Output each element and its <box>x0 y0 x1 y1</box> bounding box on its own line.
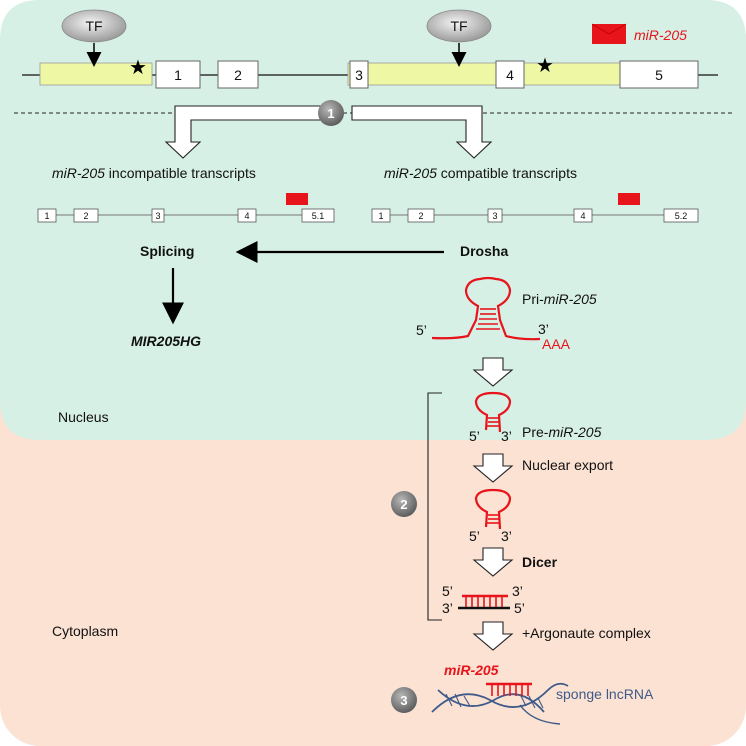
mir-mark-right <box>618 193 640 205</box>
down-arrow-3 <box>472 547 514 577</box>
down-arrow-4 <box>472 621 514 651</box>
star-icon-2: ★ <box>536 55 554 77</box>
svg-text:5: 5 <box>655 67 663 83</box>
step-badge-2: 2 <box>391 491 417 517</box>
pri-three-prime: 3’ <box>538 321 549 337</box>
exported-five-prime: 5’ <box>469 528 480 544</box>
dicer-label: Dicer <box>522 554 558 570</box>
pre-three-prime: 3’ <box>501 428 512 444</box>
svg-text:1: 1 <box>378 211 383 221</box>
mirna-duplex <box>458 594 510 610</box>
svg-text:3: 3 <box>400 693 407 708</box>
mir-legend-label: miR-205 <box>634 27 687 43</box>
exon-top-2: 2 <box>217 60 259 89</box>
svg-text:3: 3 <box>492 211 497 221</box>
upstream-region-2 <box>347 62 499 86</box>
svg-text:5.1: 5.1 <box>312 211 325 221</box>
exon-top-5: 5 <box>619 60 699 89</box>
drosha-label: Drosha <box>460 243 508 259</box>
svg-text:4: 4 <box>244 211 249 221</box>
tf-factor-right: TF <box>426 9 492 67</box>
exported-three-prime: 3’ <box>501 528 512 544</box>
split-arrow-left <box>164 105 331 159</box>
exon-top-3: 3 <box>349 60 369 89</box>
svg-text:TF: TF <box>450 18 467 34</box>
nuclear-export-label: Nuclear export <box>522 457 613 473</box>
step2-bracket <box>427 392 442 621</box>
duplex-bottom-five: 5’ <box>514 600 525 616</box>
sponge-lncrna <box>431 682 569 725</box>
star-icon-1: ★ <box>129 57 147 79</box>
svg-text:4: 4 <box>506 67 514 83</box>
host-gene-label: MIR205HG <box>131 333 201 349</box>
duplex-top-three: 3’ <box>512 583 523 599</box>
mature-mir-strand <box>486 682 532 696</box>
svg-text:1: 1 <box>174 67 182 83</box>
svg-text:1: 1 <box>44 211 49 221</box>
incompatible-title: miR-205 incompatible transcripts <box>52 165 256 181</box>
splicing-label: Splicing <box>140 243 194 259</box>
poly-a-tail: AAA <box>542 336 571 352</box>
cytoplasm-label: Cytoplasm <box>52 623 118 639</box>
split-arrow-right <box>351 105 493 159</box>
svg-text:3: 3 <box>155 211 160 221</box>
pri-five-prime: 5’ <box>416 322 427 338</box>
pre-mir-hairpin <box>474 391 512 433</box>
pre-five-prime: 5’ <box>469 428 480 444</box>
svg-text:1: 1 <box>327 106 334 121</box>
mir-legend: miR-205 <box>591 23 687 44</box>
compatible-title: miR-205 compatible transcripts <box>384 165 577 181</box>
duplex-top-five: 5’ <box>442 583 453 599</box>
svg-text:4: 4 <box>580 211 585 221</box>
exon-top-4: 4 <box>495 60 525 89</box>
svg-text:5.2: 5.2 <box>675 211 688 221</box>
svg-text:3: 3 <box>355 67 363 83</box>
exon-top-1: 1 <box>155 60 201 89</box>
svg-text:2: 2 <box>83 211 88 221</box>
step-badge-3: 3 <box>391 687 417 713</box>
duplex-bottom-three: 3’ <box>442 600 453 616</box>
tf-factor-left: TF <box>61 9 127 67</box>
down-arrow-2 <box>472 453 514 483</box>
svg-text:2: 2 <box>234 67 242 83</box>
svg-text:2: 2 <box>418 211 423 221</box>
compatible-transcript: 1 2 3 4 5.2 <box>371 193 699 223</box>
nucleus-label: Nucleus <box>58 409 109 425</box>
argonaute-label: +Argonaute complex <box>522 625 651 641</box>
svg-text:TF: TF <box>85 18 102 34</box>
down-arrow-1 <box>472 357 514 387</box>
sponge-lncrna-label: sponge lncRNA <box>556 686 654 702</box>
exported-hairpin <box>474 488 512 530</box>
svg-text:2: 2 <box>400 497 407 512</box>
pri-mir-hairpin <box>431 276 541 341</box>
incompatible-transcript: 1 2 3 4 5.1 <box>37 193 335 223</box>
mir-mark-left <box>286 193 308 205</box>
mature-mir-label: miR-205 <box>444 662 499 678</box>
step-badge-1: 1 <box>318 100 344 126</box>
pre-mir-label: Pre-miR-205 <box>522 424 602 440</box>
pri-mir-label: Pri-miR-205 <box>522 291 597 307</box>
